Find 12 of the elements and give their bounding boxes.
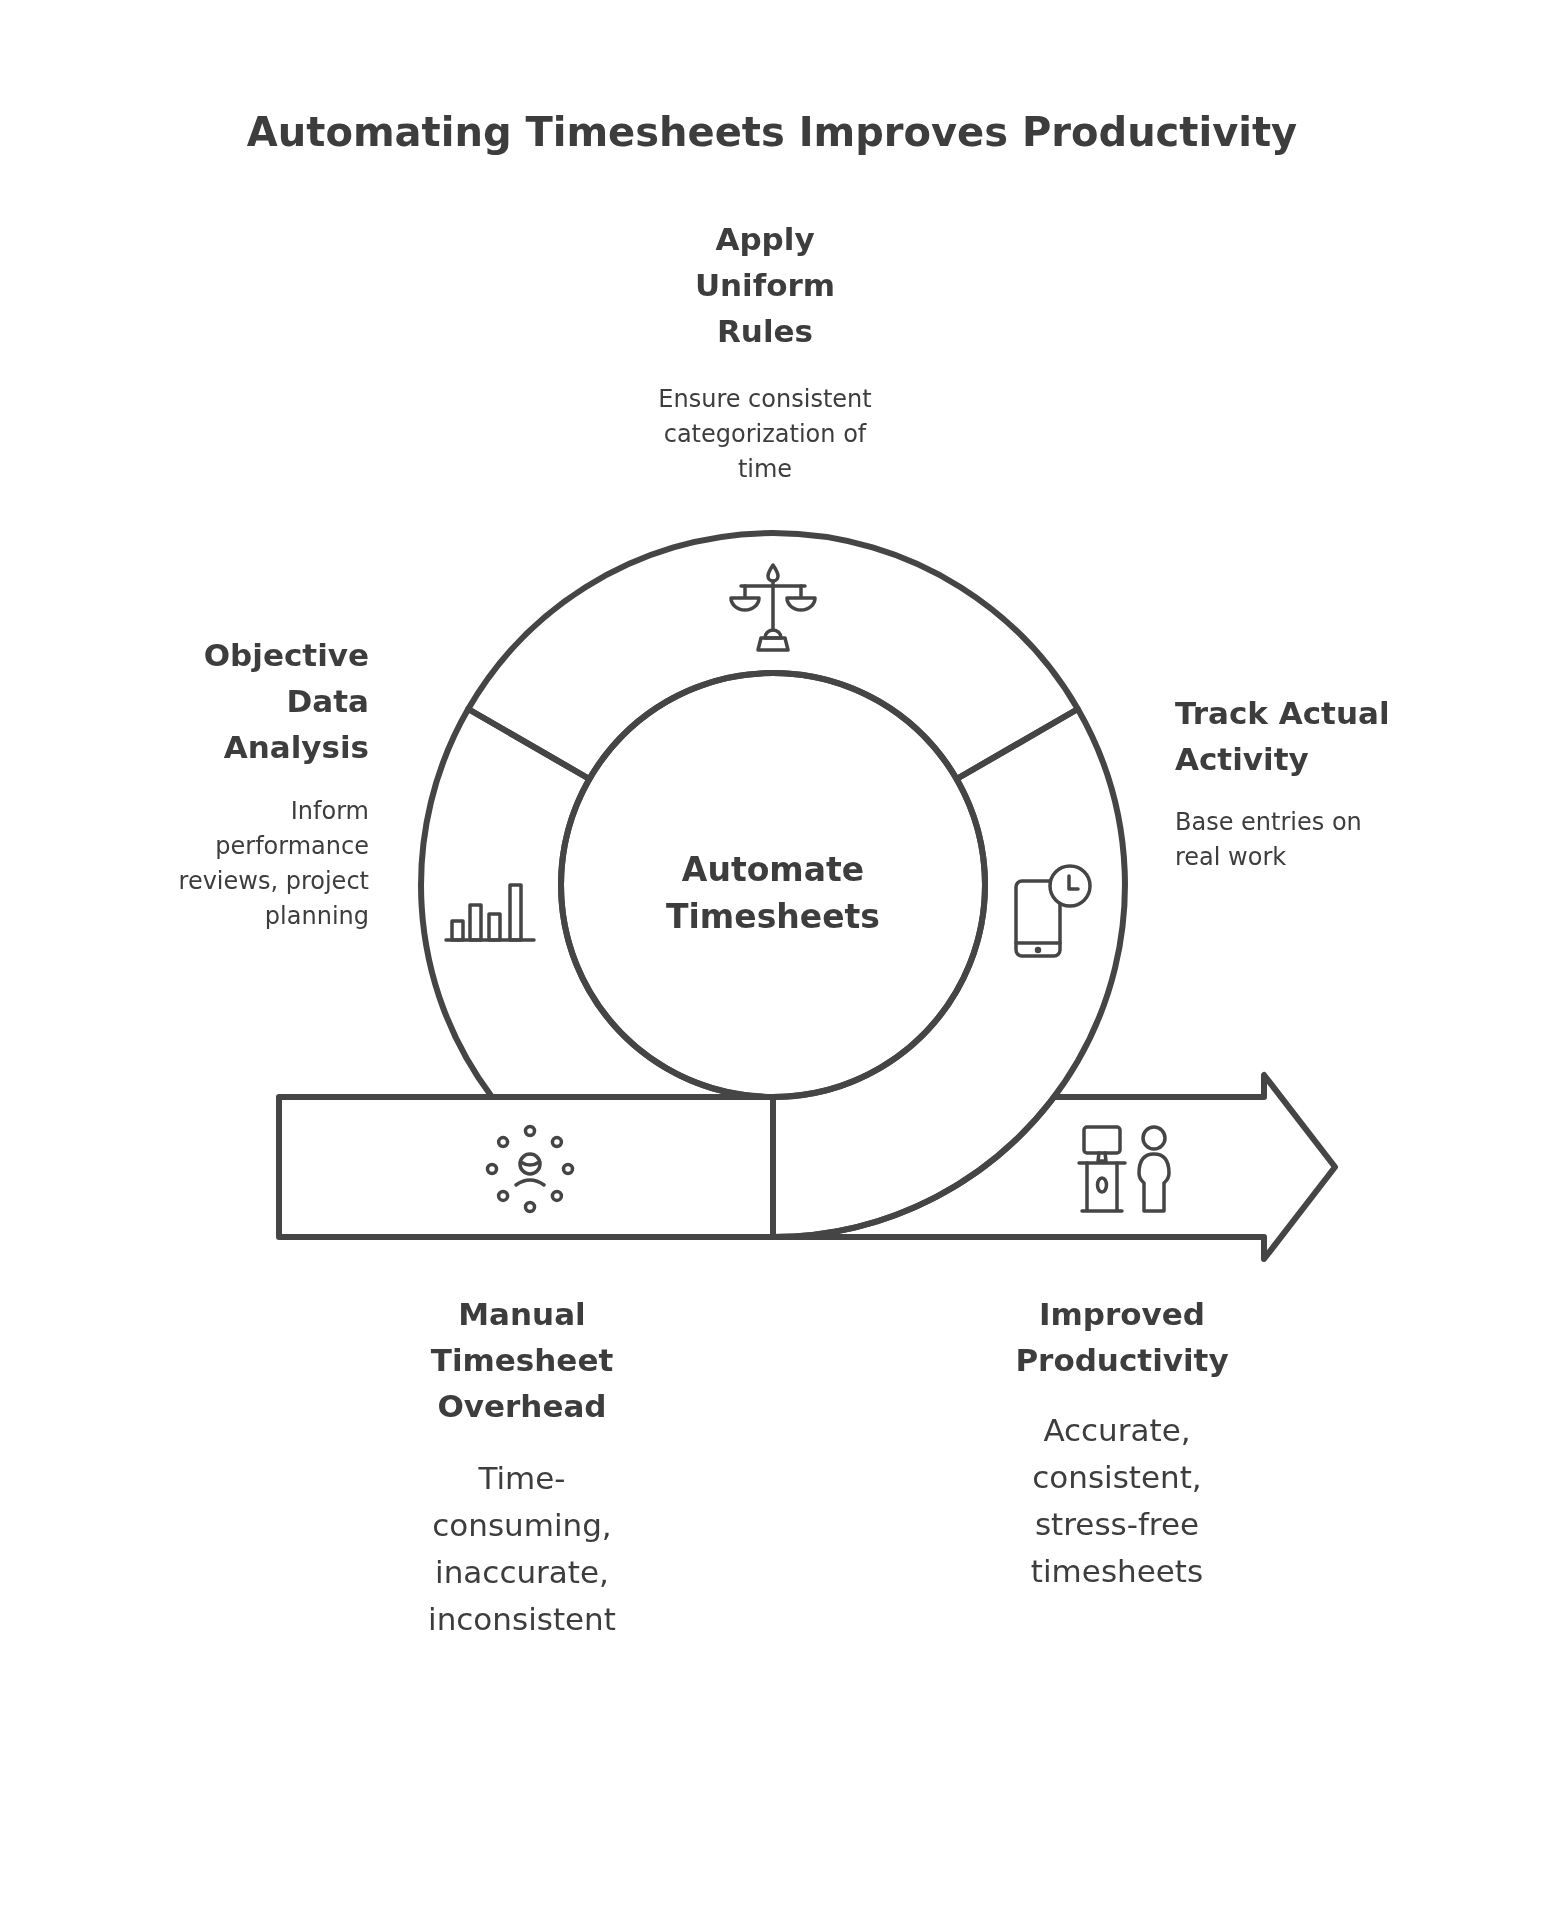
step-description: Time-consuming, inaccurate, inconsistent	[427, 1459, 617, 1639]
step-description: Base entries on real work	[1175, 807, 1363, 873]
step-description: Ensure consistent categorization of time	[657, 384, 873, 485]
center-label: Automate Timesheets	[665, 849, 881, 938]
step-heading: Objective Data Analysis	[202, 636, 369, 767]
step-heading: Apply Uniform Rules	[693, 220, 837, 351]
step-description: Accurate, consistent, stress-free timesheets	[1029, 1411, 1205, 1591]
title: Automating Timesheets Improves Productivity	[245, 108, 1299, 157]
step-heading: Track Actual Activity	[1175, 694, 1391, 779]
step-heading: Manual Timesheet Overhead	[429, 1295, 615, 1426]
step-heading: Improved Productivity	[1014, 1295, 1230, 1380]
step-description: Inform performance reviews, project planning	[177, 796, 369, 932]
